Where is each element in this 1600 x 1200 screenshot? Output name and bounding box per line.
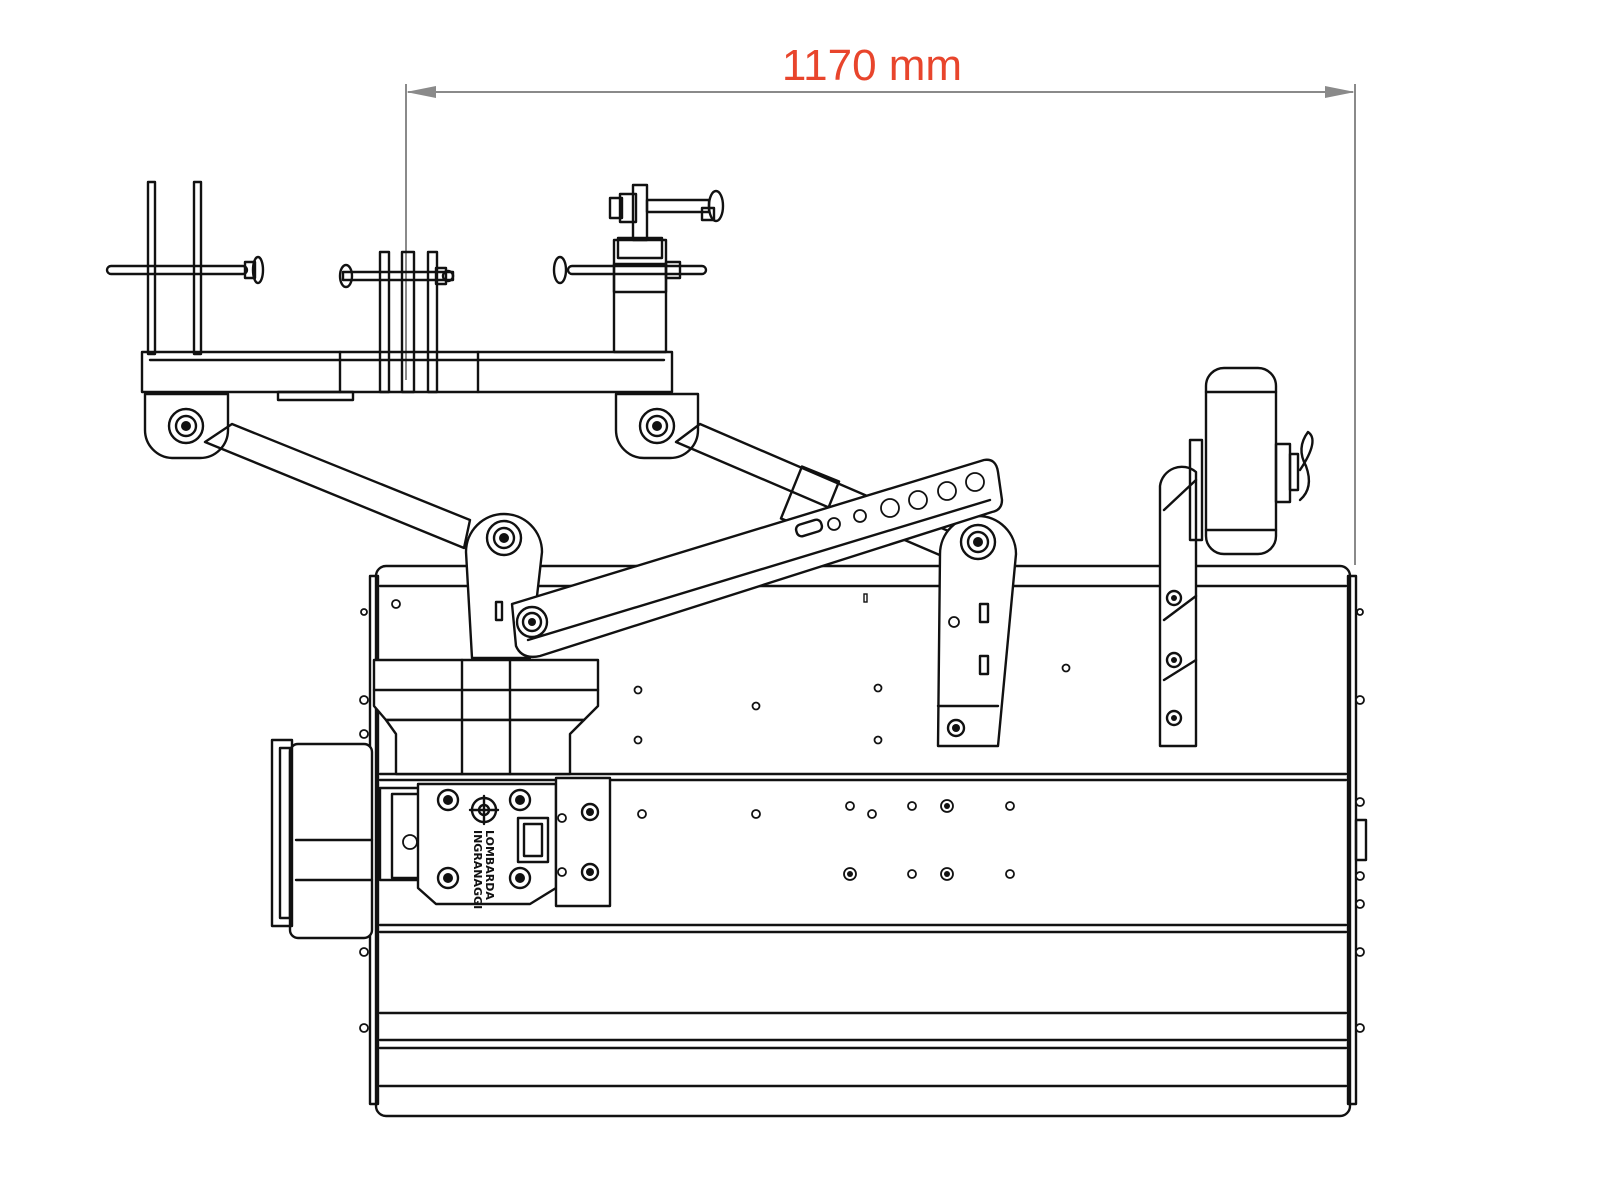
- hitch-frame: [105, 180, 725, 460]
- logo-line1: LOMBARDA: [483, 830, 496, 900]
- dimension-label: 1170 mm: [782, 41, 962, 90]
- arrow-right-icon: [1325, 86, 1355, 98]
- width-dimension: 1170 mm: [405, 41, 1356, 565]
- right-bracket: [936, 514, 1018, 748]
- gearbox: LOMBARDA INGRANAGGI: [270, 658, 612, 940]
- depth-wheel: [1158, 366, 1314, 748]
- adjustable-strut: [510, 458, 1004, 659]
- gear-logo-icon: [468, 794, 500, 826]
- arrow-left-icon: [406, 86, 436, 98]
- logo-line2: INGRANAGGI: [471, 830, 484, 909]
